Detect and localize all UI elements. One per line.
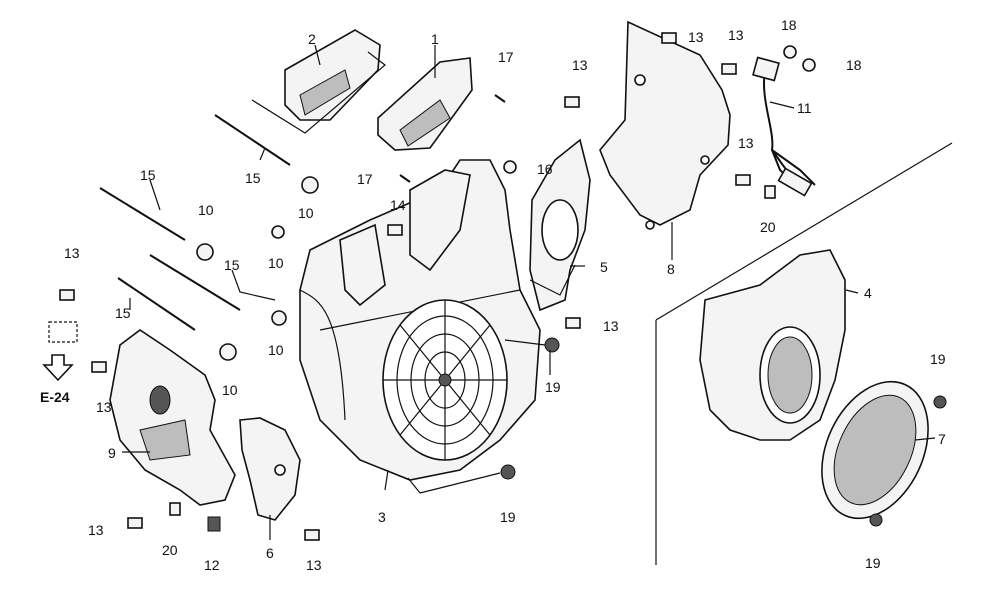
callout-13: 13 [64,245,80,261]
callout-17: 17 [498,49,514,65]
callout-labels: 2 1 17 13 13 13 18 18 11 13 20 15 15 15 … [40,17,946,573]
callout-7: 7 [938,431,946,447]
callout-15: 15 [140,167,156,183]
part-4-shroud[interactable] [699,249,846,441]
callout-10: 10 [268,342,284,358]
callout-12: 12 [204,557,220,573]
callout-15: 15 [245,170,261,186]
callout-5: 5 [600,259,608,275]
callout-2: 2 [308,31,316,47]
callout-13: 13 [728,27,744,43]
callout-17: 17 [357,171,373,187]
part-9-plate[interactable] [109,329,236,506]
callout-19: 19 [930,351,946,367]
callout-10: 10 [298,205,314,221]
callout-13: 13 [96,399,112,415]
callout-13: 13 [572,57,588,73]
part-2-cover[interactable] [251,29,386,134]
part-5-plate[interactable] [529,138,591,312]
part-1-cover[interactable] [377,57,473,151]
callout-13: 13 [738,135,754,151]
part-6-bracket[interactable] [239,417,301,521]
leader-lines [122,44,936,540]
callout-6: 6 [266,545,274,561]
callout-16: 16 [537,161,553,177]
callout-9: 9 [108,445,116,461]
callout-10: 10 [268,255,284,271]
callout-10: 10 [198,202,214,218]
callout-20: 20 [162,542,178,558]
callout-19: 19 [500,509,516,525]
callout-18: 18 [846,57,862,73]
inset-frame-top [655,142,953,321]
part-7-cover[interactable] [801,364,949,535]
reference-label[interactable]: E-24 [40,389,70,405]
fasteners [48,32,947,541]
callout-15: 15 [115,305,131,321]
part-3-fan-shroud[interactable] [299,159,541,481]
callout-13: 13 [603,318,619,334]
reference-arrow [42,354,74,382]
long-bolts[interactable] [99,114,291,331]
callout-20: 20 [760,219,776,235]
callout-10: 10 [222,382,238,398]
callout-13: 13 [306,557,322,573]
callout-19: 19 [545,379,561,395]
callout-8: 8 [667,261,675,277]
callout-13: 13 [88,522,104,538]
callout-18: 18 [781,17,797,33]
callout-1: 1 [431,31,439,47]
callout-3: 3 [378,509,386,525]
callout-4: 4 [864,285,872,301]
callout-15: 15 [224,257,240,273]
callout-14: 14 [390,197,406,213]
callout-19: 19 [865,555,881,571]
callout-13: 13 [688,29,704,45]
callout-11: 11 [797,100,812,116]
part-8-bracket[interactable] [599,20,731,230]
part-11-wire-harness[interactable] [752,56,816,197]
